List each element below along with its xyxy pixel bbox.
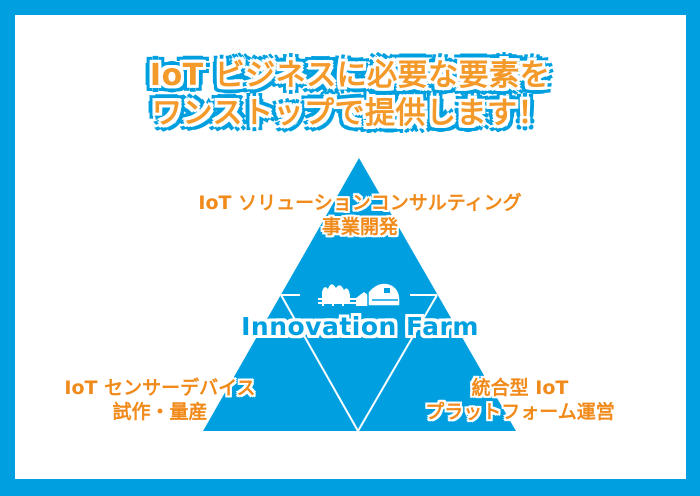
pyramid-top-label: IoT ソリューションコンサルティング 事業開発: [160, 191, 560, 239]
right-label-line-1: 統合型 IoT: [471, 377, 569, 399]
headline-line-1: IoT ビジネスに必要な要素を: [149, 58, 551, 93]
inner-divider-left: [280, 294, 359, 432]
headline-line-2: ワンストップで提供します！: [152, 96, 548, 131]
innovation-farm-logo: Innovation Farm: [241, 312, 479, 341]
pyramid-right-label: 統合型 IoT プラットフォーム運営: [390, 376, 650, 424]
left-label-line-1: IoT センサーデバイス: [64, 377, 256, 399]
top-label-line-1: IoT ソリューションコンサルティング: [198, 192, 522, 214]
pyramid-left-label: IoT センサーデバイス 試作・量産: [30, 376, 290, 424]
inner-divider-right: [357, 294, 438, 432]
top-label-line-2: 事業開発: [321, 216, 398, 238]
right-label-line-2: プラットフォーム運営: [425, 401, 615, 423]
farm-barn-icon: [318, 282, 401, 307]
left-label-line-2: 試作・量産: [112, 401, 208, 423]
